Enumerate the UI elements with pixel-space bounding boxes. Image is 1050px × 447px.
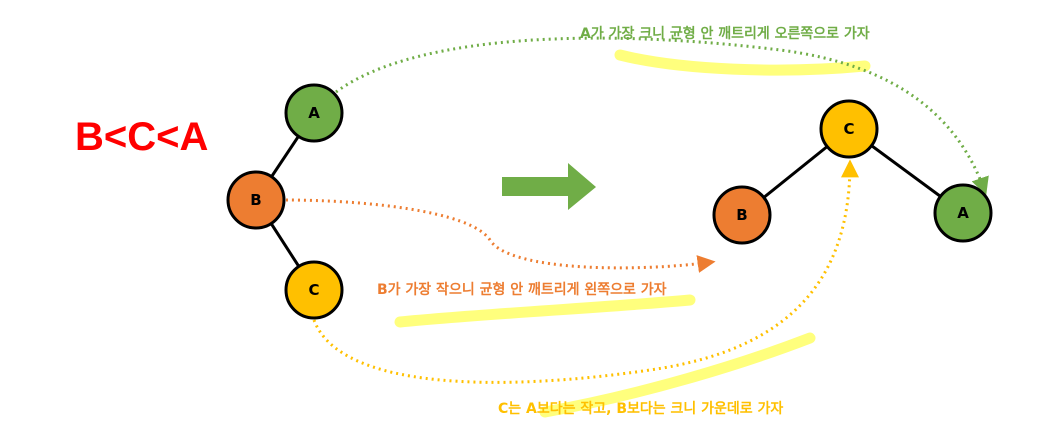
after-node-b: B [712, 185, 772, 245]
after-node-a: A [933, 183, 993, 243]
arrow-a-move [335, 36, 989, 196]
arrow-c-move [312, 159, 859, 384]
before-node-a-label: A [308, 104, 320, 122]
after-node-a-label: A [957, 204, 969, 222]
highlight-stroke-b [394, 294, 696, 328]
before-node-c: C [284, 260, 344, 320]
highlight-stroke-a [614, 49, 871, 76]
highlight-stroke-c [539, 332, 816, 418]
note-c-move: C는 A보다는 작고, B보다는 크니 가운데로 가자 [498, 400, 783, 417]
after-node-c: C [819, 99, 879, 159]
before-node-b-label: B [250, 191, 261, 209]
before-node-c-label: C [308, 281, 319, 299]
transform-arrow [502, 163, 596, 210]
before-node-b: B [226, 170, 286, 230]
note-b-move: B가 가장 작으니 균형 안 깨트리게 왼쪽으로 가자 [377, 281, 667, 298]
note-a-move: A가 가장 크니 균형 안 깨트리게 오른쪽으로 가자 [580, 25, 870, 42]
ordering-label: B<C<A [75, 115, 208, 159]
arrow-b-move [285, 198, 716, 273]
after-node-b-label: B [736, 206, 747, 224]
after-node-c-label: C [843, 120, 854, 138]
before-node-a: A [284, 83, 344, 143]
